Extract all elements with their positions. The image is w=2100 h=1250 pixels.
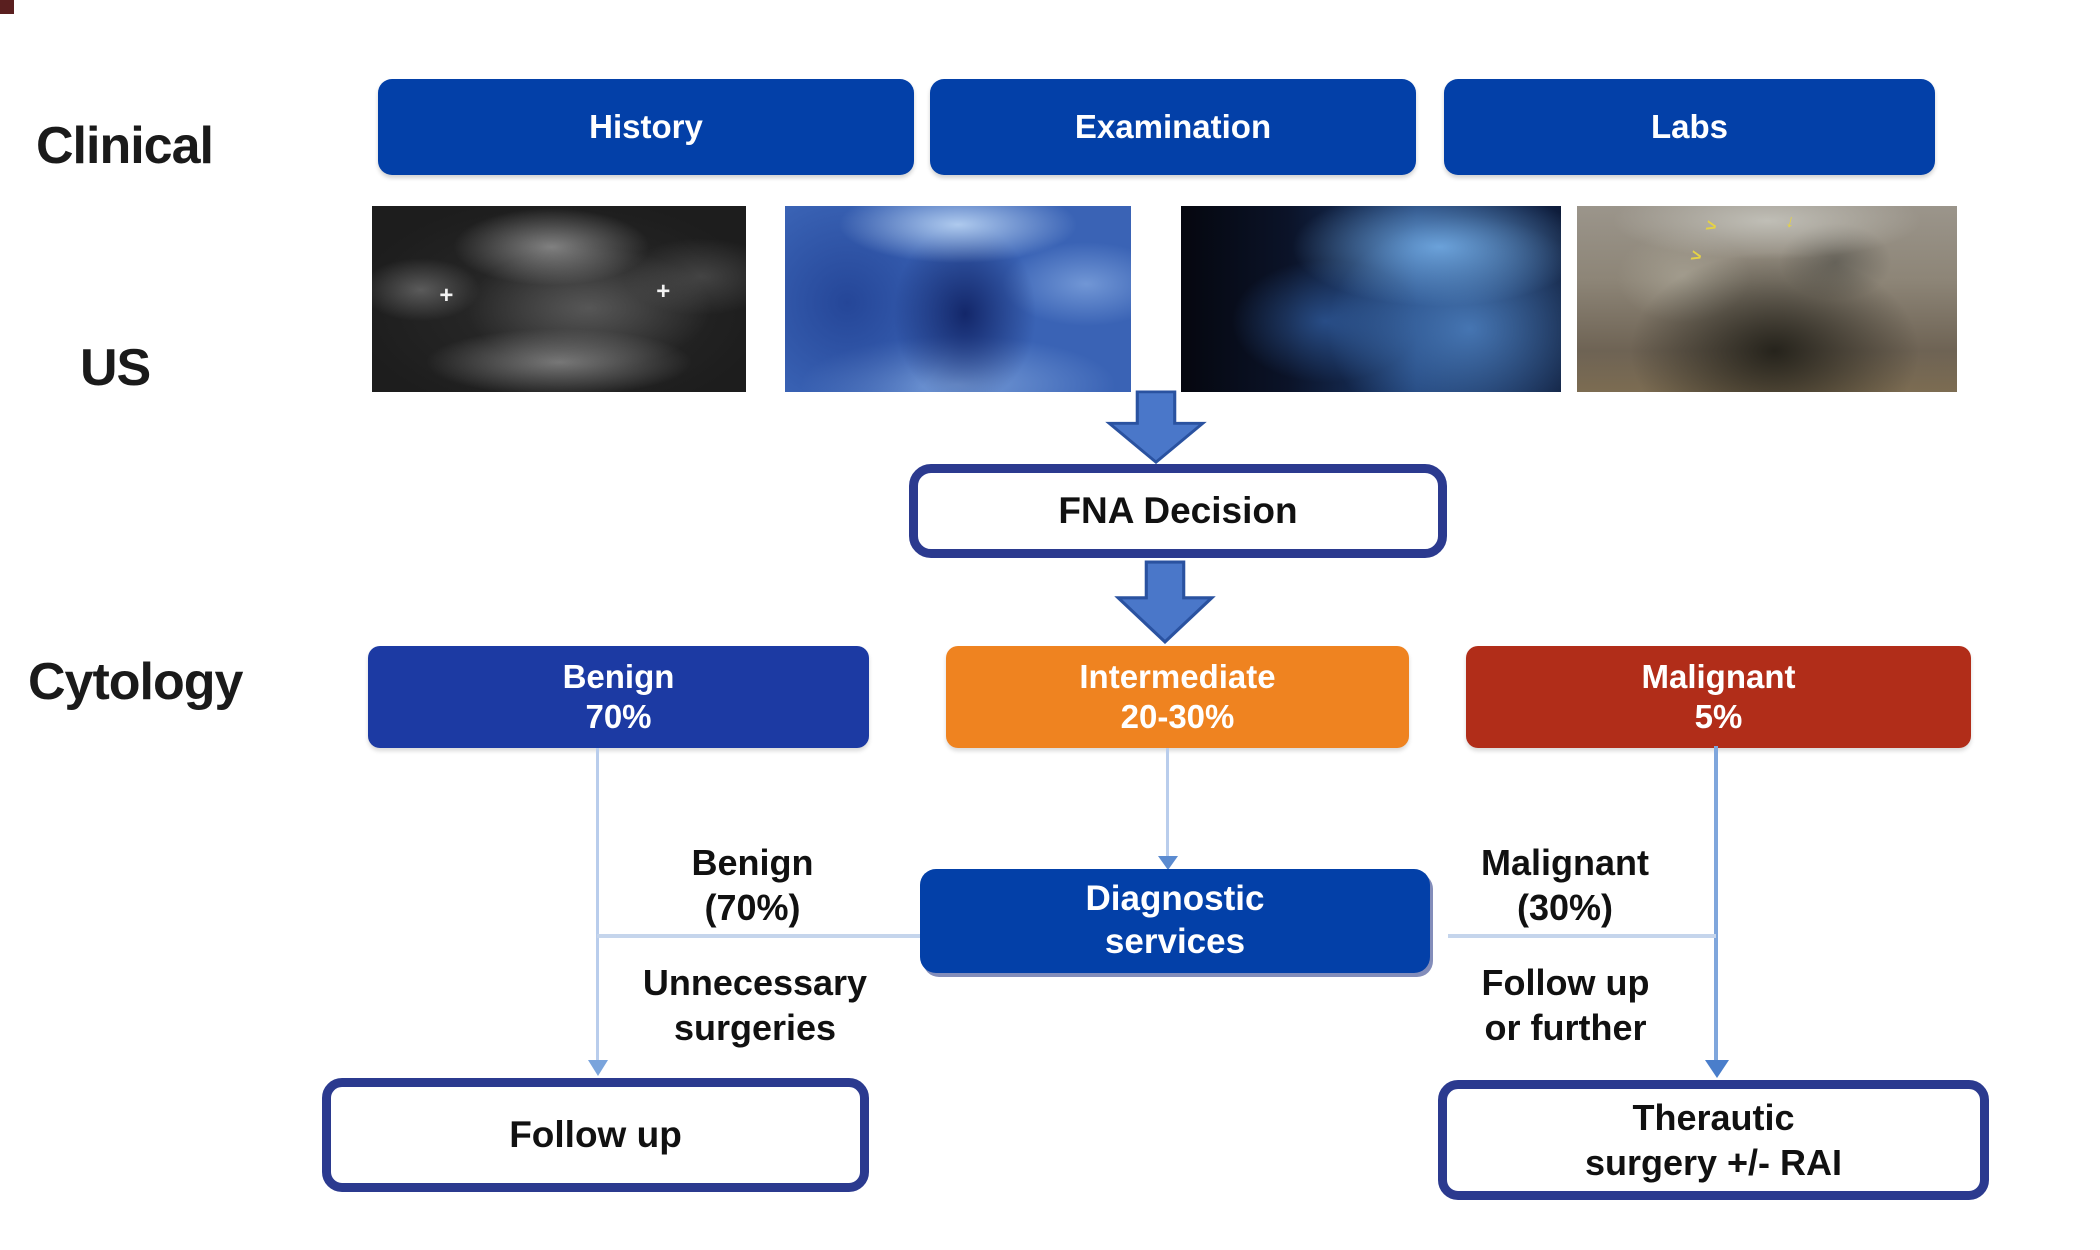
small-down-arrow-icon [588, 1060, 608, 1076]
clinical-box-history-label: History [589, 108, 703, 145]
connector-right-horizontal [1448, 934, 1716, 938]
yellow-marker-icon: > [1703, 215, 1719, 238]
small-down-arrow-icon [1705, 1060, 1729, 1078]
cytology-intermediate-percent: 20-30% [1120, 698, 1235, 735]
cytology-malignant-label: Malignant [1641, 657, 1796, 695]
therapeutic-surgery-box: Therautic surgery +/- RAI [1438, 1080, 1989, 1200]
cytology-malignant-percent: 5% [1694, 698, 1743, 735]
ultrasound-image-2 [785, 206, 1131, 392]
cytology-intermediate-label: Intermediate [1079, 657, 1276, 695]
row-label-clinical: Clinical [36, 117, 214, 175]
connector-benign-vertical [596, 748, 599, 1070]
corner-artifact [0, 0, 14, 14]
caliper-marker-icon: + [656, 278, 671, 306]
small-down-arrow-icon [1158, 856, 1178, 870]
fna-decision-label: FNA Decision [1058, 489, 1298, 531]
fna-decision-box: FNA Decision [909, 464, 1447, 558]
diagnostic-services-line1: Diagnostic [1085, 879, 1265, 919]
row-label-cytology: Cytology [28, 653, 243, 711]
yellow-marker-icon: > [1688, 244, 1704, 267]
connector-intermediate-vertical [1166, 748, 1169, 858]
diagnostic-services-box: Diagnostic services [920, 869, 1430, 973]
annotation-follow-up-or-further: Follow up or further [1481, 962, 1650, 1048]
cytology-benign-percent: 70% [585, 698, 652, 735]
caliper-marker-icon: + [439, 282, 454, 310]
follow-up-label: Follow up [509, 1113, 682, 1155]
therapy-line1: Therautic [1632, 1097, 1795, 1138]
down-arrow-icon [1105, 390, 1207, 464]
ultrasound-image-1: + + [372, 206, 746, 392]
row-label-us: US [80, 339, 151, 397]
clinical-box-labs-label: Labs [1650, 108, 1729, 145]
follow-up-box: Follow up [322, 1078, 869, 1192]
clinical-box-examination-label: Examination [1074, 108, 1272, 145]
annotation-malignant-percent: Malignant (30%) [1481, 842, 1649, 928]
yellow-marker-icon: ↓ [1783, 209, 1798, 232]
connector-left-horizontal [597, 934, 921, 938]
clinical-box-history: History [378, 79, 914, 175]
connector-malignant-vertical [1714, 746, 1718, 1066]
therapy-line2: surgery +/- RAI [1584, 1142, 1843, 1183]
clinical-box-examination: Examination [930, 79, 1416, 175]
annotation-benign-percent: Benign (70%) [691, 842, 814, 928]
diagnostic-services-line2: services [1104, 922, 1246, 961]
cytology-benign-label: Benign [562, 657, 675, 695]
cytology-box-benign: Benign 70% [368, 646, 869, 748]
annotation-unnecessary-surgeries: Unnecessary surgeries [642, 962, 868, 1048]
cytology-box-intermediate: Intermediate 20-30% [946, 646, 1409, 748]
ultrasound-image-3 [1181, 206, 1561, 392]
ultrasound-image-4: > > ↓ [1577, 206, 1957, 392]
down-arrow-icon [1114, 560, 1216, 644]
cytology-box-malignant: Malignant 5% [1466, 646, 1971, 748]
clinical-box-labs: Labs [1444, 79, 1935, 175]
